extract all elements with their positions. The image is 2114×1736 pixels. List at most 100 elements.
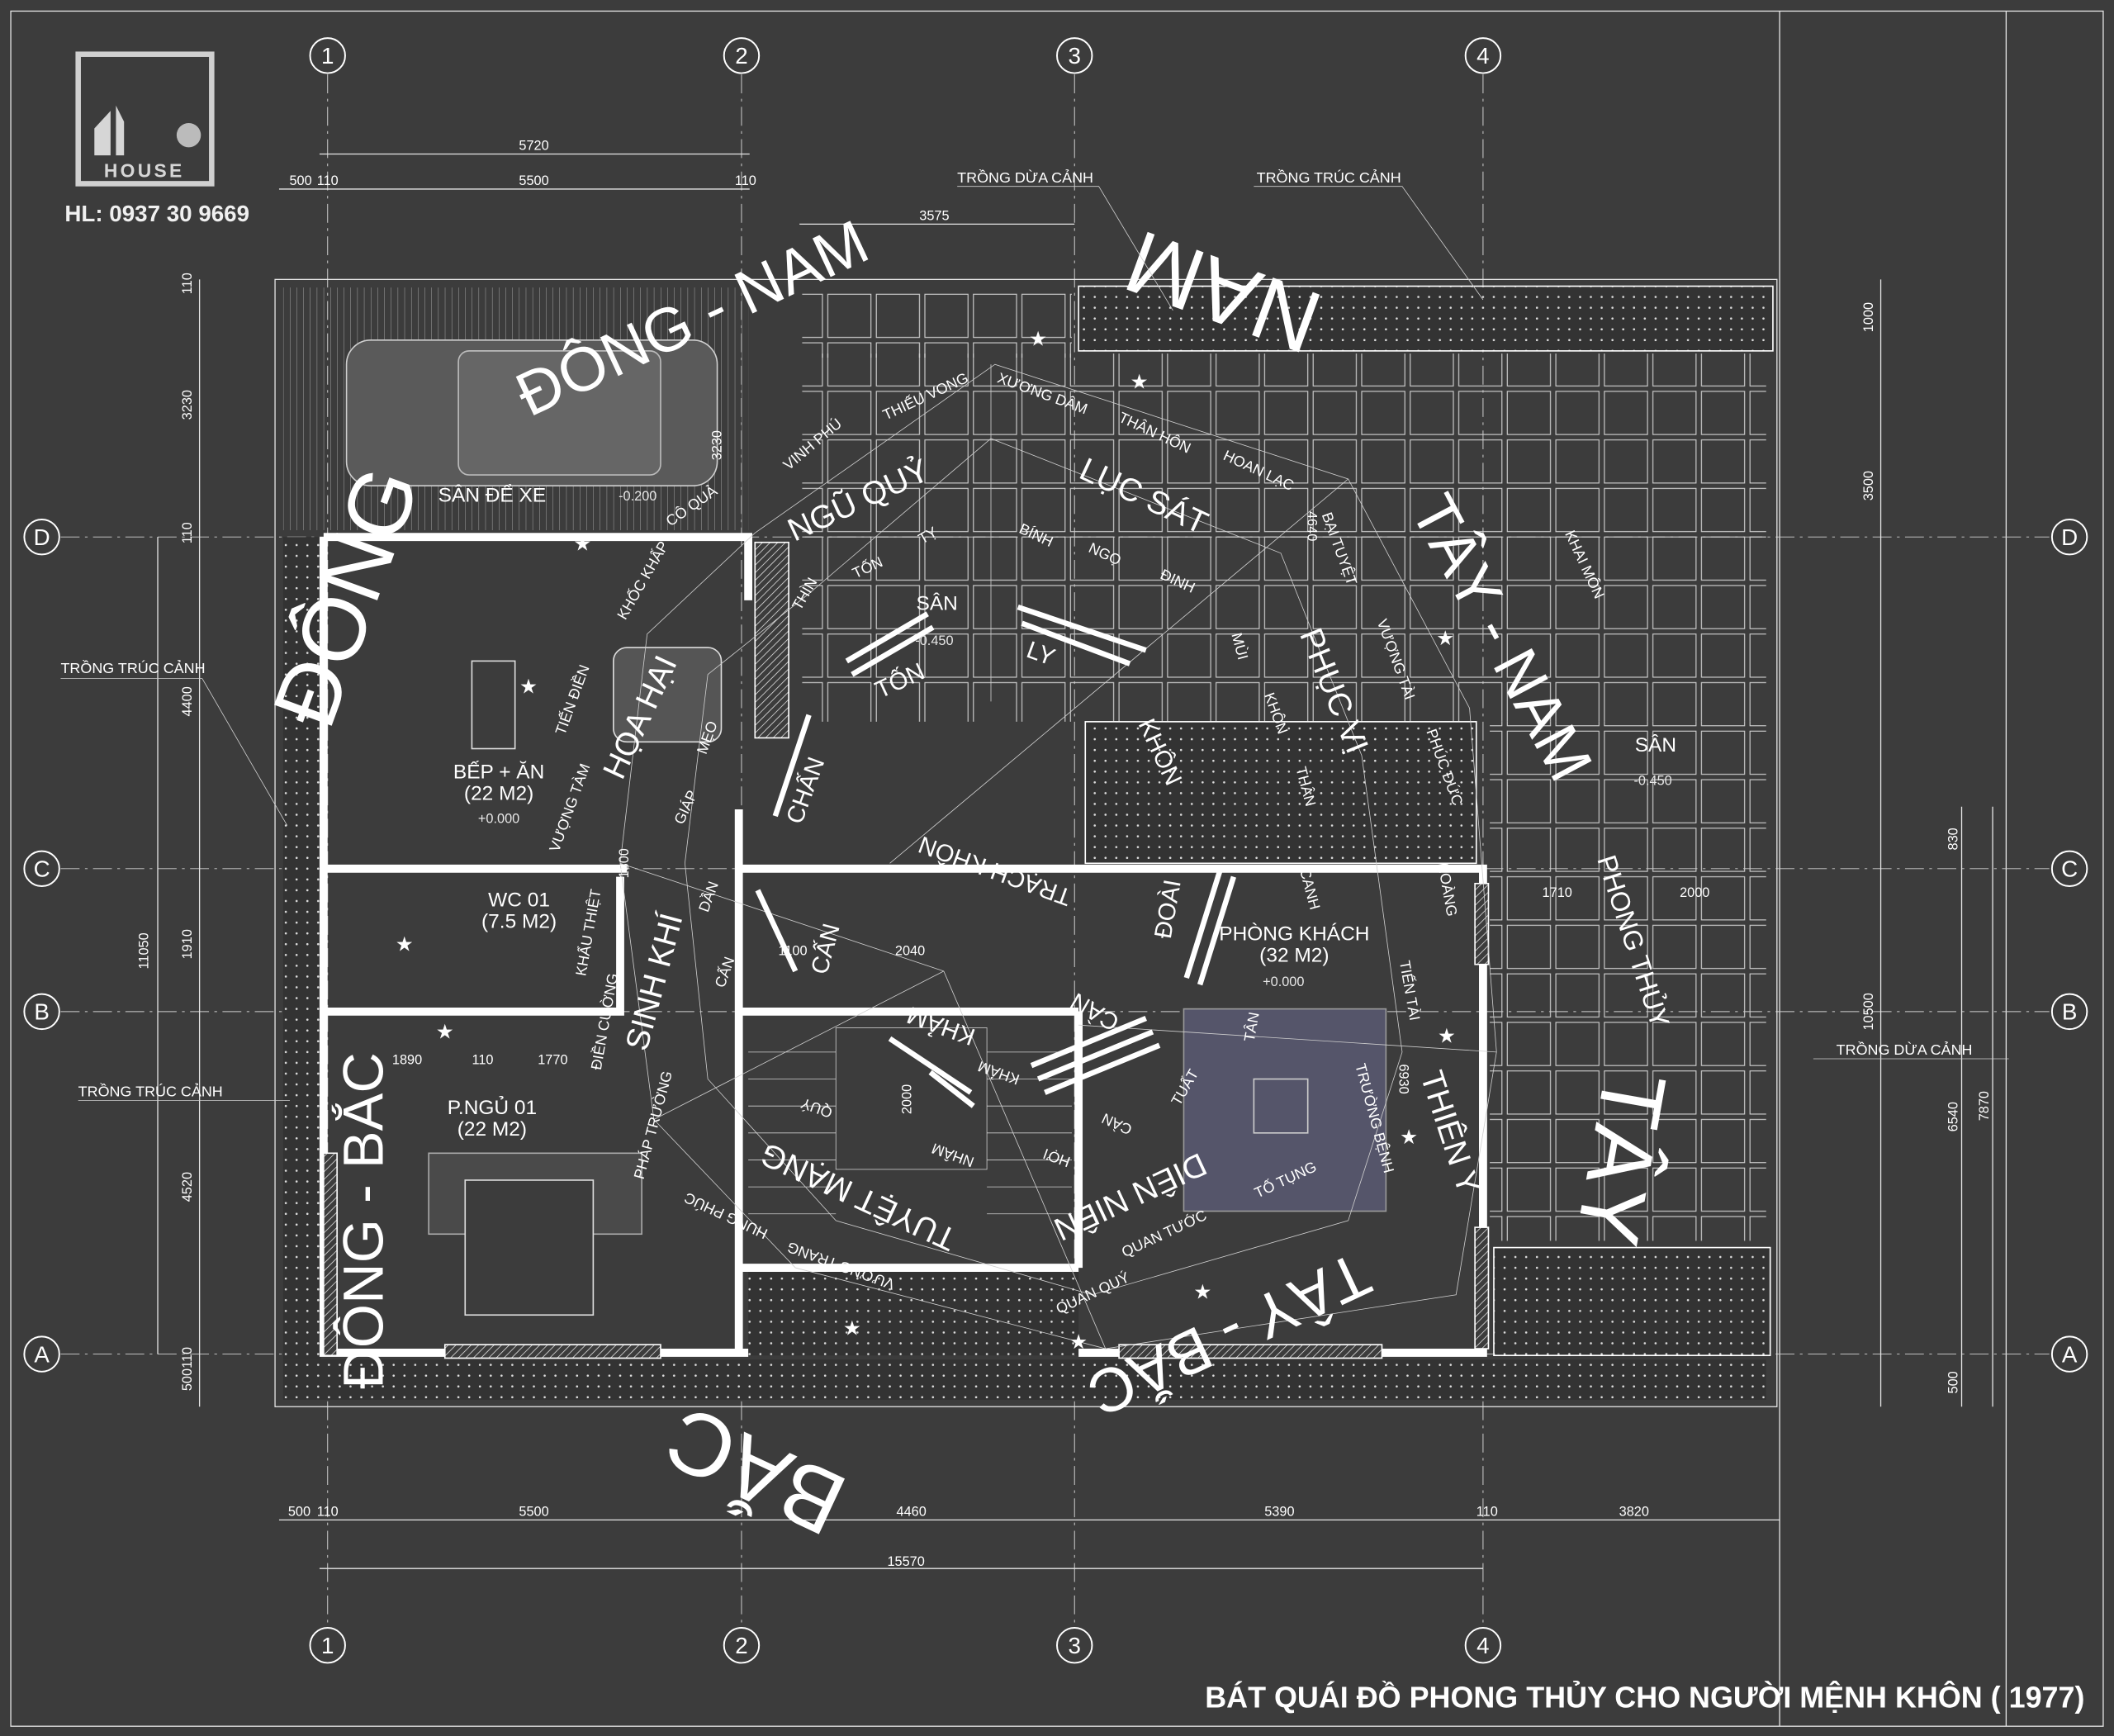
leader-lines xyxy=(60,186,2009,1102)
svg-text:5500: 5500 xyxy=(519,173,548,188)
garden-strip-bottom xyxy=(282,1359,1766,1401)
svg-text:A: A xyxy=(34,1341,50,1367)
svg-text:D: D xyxy=(34,524,50,550)
svg-text:1710: 1710 xyxy=(1543,885,1572,900)
star-icon: ★ xyxy=(1069,1331,1088,1354)
star-markers: ★★ ★★ ★★ ★★ ★★ ★★ xyxy=(396,328,1456,1354)
svg-text:2040: 2040 xyxy=(895,943,925,958)
svg-text:3575: 3575 xyxy=(919,209,949,224)
svg-text:7870: 7870 xyxy=(1977,1091,1992,1121)
svg-text:1100: 1100 xyxy=(778,943,807,958)
star-icon: ★ xyxy=(396,933,414,956)
svg-text:5500: 5500 xyxy=(519,1504,548,1519)
svg-text:2: 2 xyxy=(735,1633,747,1658)
svg-text:TRỒNG TRÚC CẢNH: TRỒNG TRÚC CẢNH xyxy=(60,659,205,676)
svg-text:+0.000: +0.000 xyxy=(478,811,519,826)
svg-text:5390: 5390 xyxy=(1264,1504,1294,1519)
svg-text:C: C xyxy=(34,856,50,882)
star-icon: ★ xyxy=(843,1318,861,1340)
svg-text:3: 3 xyxy=(1069,43,1081,69)
svg-text:CẤN: CẤN xyxy=(805,920,846,977)
garden-bed-west xyxy=(1493,1246,1771,1357)
svg-text:ĐIỀN CƯỜNG: ĐIỀN CƯỜNG xyxy=(587,972,621,1071)
svg-text:-0.200: -0.200 xyxy=(619,489,656,504)
svg-text:2: 2 xyxy=(735,43,747,69)
svg-text:NHÂM: NHÂM xyxy=(930,1140,976,1170)
svg-text:A: A xyxy=(2062,1341,2078,1367)
svg-text:(32 M2): (32 M2) xyxy=(1259,944,1329,966)
garden-strip-left xyxy=(282,537,321,1360)
svg-text:500: 500 xyxy=(289,173,311,188)
svg-text:BẾP + ĂN: BẾP + ĂN xyxy=(453,760,544,783)
side-yard-tiles xyxy=(1490,721,1766,1241)
star-icon: ★ xyxy=(1436,628,1454,650)
svg-text:3230: 3230 xyxy=(709,430,724,460)
svg-text:1: 1 xyxy=(321,1633,334,1658)
dining-table xyxy=(613,647,723,743)
svg-text:TRỒNG TRÚC CẢNH: TRỒNG TRÚC CẢNH xyxy=(1257,168,1401,186)
svg-text:PHÁP TRƯỜNG: PHÁP TRƯỜNG xyxy=(630,1069,675,1181)
svg-text:-0.450: -0.450 xyxy=(915,633,953,648)
svg-text:SÂN: SÂN xyxy=(917,592,958,614)
svg-text:3230: 3230 xyxy=(180,390,195,420)
logo-brand: HOUSE xyxy=(104,159,185,181)
svg-text:110: 110 xyxy=(317,173,339,188)
svg-text:110: 110 xyxy=(180,273,195,294)
drawing-title: BÁT QUÁI ĐỒ PHONG THỦY CHO NGƯỜI MỆNH KH… xyxy=(1205,1680,2084,1714)
bagua-lines xyxy=(619,363,1497,1349)
svg-text:D: D xyxy=(2061,524,2078,550)
star-icon: ★ xyxy=(519,676,538,699)
car xyxy=(345,339,718,486)
svg-text:ĐOÀI: ĐOÀI xyxy=(1149,878,1187,941)
svg-text:TIẾN ĐIỀN: TIẾN ĐIỀN xyxy=(552,662,593,738)
walls xyxy=(319,533,1490,1359)
svg-text:3820: 3820 xyxy=(1619,1504,1649,1519)
svg-text:1890: 1890 xyxy=(392,1053,422,1068)
star-icon: ★ xyxy=(1400,1127,1418,1149)
svg-text:TRỒNG TRÚC CẢNH: TRỒNG TRÚC CẢNH xyxy=(78,1083,223,1100)
svg-text:110: 110 xyxy=(472,1053,493,1068)
svg-text:1910: 1910 xyxy=(180,929,195,959)
bed xyxy=(428,1152,642,1316)
svg-text:4: 4 xyxy=(1476,43,1489,69)
star-icon: ★ xyxy=(1438,1025,1456,1047)
svg-text:1770: 1770 xyxy=(538,1053,567,1068)
svg-text:+0.000: +0.000 xyxy=(1263,975,1304,989)
svg-text:110: 110 xyxy=(180,522,195,543)
staircase xyxy=(748,1027,1072,1215)
svg-text:3500: 3500 xyxy=(1861,471,1876,500)
svg-text:4: 4 xyxy=(1476,1633,1489,1658)
svg-text:2000: 2000 xyxy=(900,1084,915,1114)
garden-bed-center xyxy=(1084,721,1477,865)
star-icon: ★ xyxy=(1130,372,1149,394)
svg-text:(7.5 M2): (7.5 M2) xyxy=(481,911,557,933)
svg-text:110: 110 xyxy=(317,1504,339,1519)
garden-bed-south xyxy=(748,1268,1079,1356)
svg-text:830: 830 xyxy=(1946,828,1961,850)
dimension-lines xyxy=(157,153,1993,1569)
svg-text:VƯỢNG TÀM: VƯỢNG TÀM xyxy=(546,761,593,854)
svg-text:1000: 1000 xyxy=(1861,302,1876,332)
svg-text:DẦN: DẦN xyxy=(694,879,722,914)
svg-text:CÀN: CÀN xyxy=(1099,1110,1135,1138)
svg-text:GIÁP: GIÁP xyxy=(671,788,700,827)
svg-text:KHẢM: KHẢM xyxy=(975,1058,1021,1089)
courtyard-tiles xyxy=(802,290,1072,358)
star-icon: ★ xyxy=(436,1022,454,1044)
planting-notes: TRỒNG DỪA CẢNH TRỒNG TRÚC CẢNH TRỒNG TRÚ… xyxy=(60,168,1972,1100)
svg-text:15570: 15570 xyxy=(887,1554,924,1569)
svg-text:1: 1 xyxy=(321,43,334,69)
svg-text:110: 110 xyxy=(1476,1504,1498,1519)
sheet-border xyxy=(10,10,2104,1727)
dimension-values: 500 5720 110 5500 110 3575 500 110 5500 … xyxy=(137,139,1993,1569)
svg-text:HUNG PHÚC: HUNG PHÚC xyxy=(681,1189,770,1243)
svg-text:CHẤN: CHẤN xyxy=(780,753,830,828)
svg-text:CẤN: CẤN xyxy=(711,955,738,990)
svg-text:BẮC: BẮC xyxy=(652,1387,860,1555)
svg-text:TRỒNG DỪA CẢNH: TRỒNG DỪA CẢNH xyxy=(957,168,1093,186)
star-icon: ★ xyxy=(573,534,591,556)
svg-text:C: C xyxy=(2061,856,2078,882)
svg-text:110: 110 xyxy=(735,173,756,188)
